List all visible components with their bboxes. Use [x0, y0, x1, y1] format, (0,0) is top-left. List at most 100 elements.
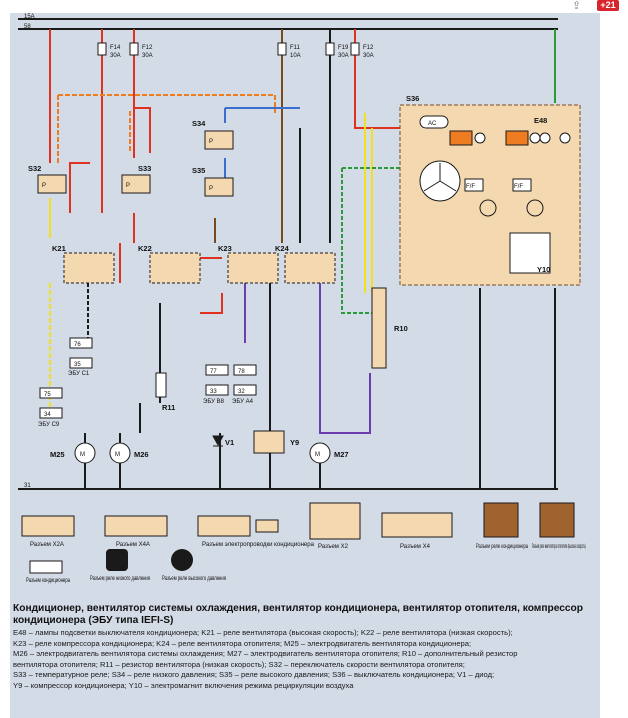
ecu-a4-pin-2: 32: [238, 389, 245, 395]
caption-line: K23 – реле компрессора кондиционера; K24…: [13, 638, 472, 648]
notification-badge[interactable]: +21: [597, 0, 619, 11]
a-c-indicator-icon: [449, 130, 473, 146]
motors: M M25 M M26 M M27: [50, 442, 349, 464]
k22-label: K22: [138, 244, 152, 253]
connector-harness: Разъем электропроводки кондиционера: [197, 515, 315, 548]
ecu-c1-label: ЭБУ С1: [68, 371, 90, 377]
caption-line: E48 – лампы подсветки выключателя кондиц…: [13, 628, 513, 637]
m27-label: M27: [334, 450, 349, 459]
connector-high-pressure: Разъем реле высокого давления: [162, 549, 226, 582]
ecu-c1-pin-1: 76: [74, 342, 81, 348]
m25-label: M25: [50, 450, 65, 459]
fuse-f12-id: F12: [142, 45, 153, 51]
diode-icon: [212, 435, 224, 447]
wiring-diagram: 15A 58 31: [18, 14, 586, 584]
switches: P S32 P S33 P S34 P S35: [28, 119, 234, 197]
connector-low-pressure-label: Разъем реле низкого давления: [90, 576, 150, 582]
motor-m26-icon: [109, 442, 131, 464]
connector-heater-fan-relay-label: Разъем реле вентилятора отопителя (высок…: [532, 544, 586, 550]
fuse-f19-rating: 30A: [338, 53, 349, 59]
s35-p-label: P: [209, 186, 213, 192]
fuse-f14-icon: [97, 42, 107, 56]
fuse-f19-id: F19: [338, 45, 349, 51]
k21-relay-box: [63, 252, 115, 284]
connector-x4a-label: Разъем X4A: [116, 542, 150, 548]
s33-label: S33: [138, 164, 151, 173]
connector-x2-label: Разъем X2: [318, 544, 349, 550]
figure-caption: Кондиционер, вентилятор системы охлажден…: [13, 603, 598, 692]
rail-58-label: 58: [24, 24, 31, 30]
s32-label: S32: [28, 164, 41, 173]
connector-x4a: Разъем X4A: [104, 515, 168, 548]
y10-solenoid-icon: [509, 232, 551, 274]
y10-label: Y10: [537, 265, 550, 274]
svg-text:M: M: [80, 452, 85, 458]
fuse-f11-icon: [277, 42, 287, 56]
rail-15a-label: 15A: [24, 14, 35, 20]
relays: K21 K22 K23 K24: [52, 244, 336, 284]
ecu-c9-pin-2: 34: [44, 412, 51, 418]
fuse-f12-rating: 30A: [142, 53, 153, 59]
ecu-b8-pin-2: 33: [210, 389, 217, 395]
fuse-f12b-rating: 30A: [363, 53, 374, 59]
ecu-b8-pin-1: 77: [210, 369, 217, 375]
caption-line: M26 – электродвигатель вентилятора систе…: [13, 649, 518, 659]
motor-m25-icon: [74, 442, 96, 464]
ff-label-1: F/F: [466, 184, 475, 190]
ecu-c9-label: ЭБУ С9: [38, 422, 60, 428]
svg-text:M: M: [115, 452, 120, 458]
k23-relay-box: [227, 252, 279, 284]
fuse-f14-rating: 30A: [110, 53, 121, 59]
connector-x2a: Разъем X2A: [21, 515, 75, 548]
connector-harness-label: Разъем электропроводки кондиционера: [202, 542, 315, 548]
ecu-c9-pin-1: 75: [44, 392, 51, 398]
k22-relay-box: [149, 252, 201, 284]
transistor-icon: [526, 199, 544, 217]
viewer-topbar: ⇪ +21: [0, 0, 628, 12]
r10-resistor-icon: [371, 287, 387, 369]
r11-resistor-icon: [155, 372, 167, 398]
svg-text:M: M: [315, 452, 320, 458]
compressor-clutch-icon: [253, 430, 285, 454]
ecu-pins: 76 35 ЭБУ С1 75 34 ЭБУ С9 77 33 ЭБУ В8 7…: [38, 337, 257, 428]
motor-m27-icon: [309, 442, 331, 464]
rail-31-label: 31: [24, 483, 31, 489]
connector-legend: Разъем X2A Разъем X4A Разъем электропров…: [21, 502, 586, 584]
fuse-f12-icon: [129, 42, 139, 56]
connector-ac-relay: Разъем реле кондиционера: [476, 502, 528, 550]
ecu-c1-pin-2: 35: [74, 362, 81, 368]
connector-high-pressure-label: Разъем реле высокого давления: [162, 576, 226, 582]
connector-low-pressure: Разъем реле низкого давления: [90, 549, 150, 582]
compressor-group: V1 Y9: [212, 430, 299, 454]
ac-label: AC: [428, 121, 437, 127]
ecu-a4-label: ЭБУ А4: [232, 399, 254, 405]
s36-switch-box: S36 AC F/F F/F E48 Y10: [399, 94, 581, 286]
s34-p-label: P: [209, 139, 213, 145]
indicator-lamp-icon: [529, 132, 541, 144]
fuse-f11-rating: 10A: [290, 53, 301, 59]
s35-label: S35: [192, 166, 205, 175]
caption-line: вентилятора отопителя; R11 – резистор ве…: [13, 659, 465, 669]
ecu-b8-label: ЭБУ В8: [203, 399, 225, 405]
k23-label: K23: [218, 244, 232, 253]
s32-p-label: P: [42, 183, 46, 189]
connector-x2: Разъем X2: [309, 502, 361, 550]
caption-title: Кондиционер, вентилятор системы охлажден…: [13, 603, 583, 626]
connector-ac-label: Разъем кондиционера: [26, 578, 70, 584]
connector-x2a-label: Разъем X2A: [30, 542, 64, 548]
fuse-f19-icon: [325, 42, 335, 56]
y9-label: Y9: [290, 438, 299, 447]
s34-label: S34: [192, 119, 206, 128]
connector-heater-fan-relay: Разъем реле вентилятора отопителя (высок…: [532, 502, 586, 550]
s36-label: S36: [406, 94, 419, 103]
share-icon[interactable]: ⇪: [572, 0, 582, 12]
s33-p-label: P: [126, 183, 130, 189]
fuse-f12b-id: F12: [363, 45, 374, 51]
resistors: R10 R11: [155, 287, 408, 412]
indicator-lamp-icon: [474, 132, 486, 144]
k24-relay-box: [284, 252, 336, 284]
k24-label: K24: [275, 244, 290, 253]
ecu-a4-pin-1: 78: [238, 369, 245, 375]
fuse-block: F14 30A F12 30A F11 10A F19 30A F12 30A: [97, 42, 374, 59]
